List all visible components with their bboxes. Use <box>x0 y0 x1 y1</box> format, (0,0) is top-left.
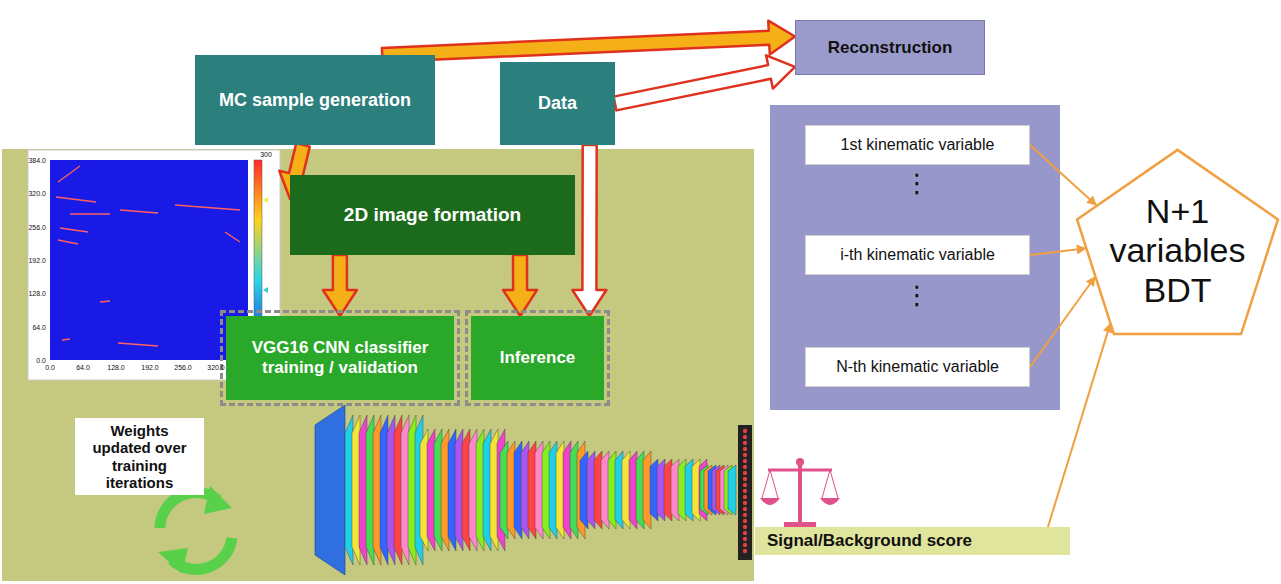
input-arrow <box>1030 278 1094 367</box>
input-arrow <box>1048 324 1110 527</box>
conv-layer <box>728 465 736 515</box>
flow-arrow <box>614 55 795 110</box>
reconstruction-panel <box>770 105 1060 410</box>
node-text: N+1 variables BDT <box>1095 192 1260 309</box>
image-plot <box>50 160 248 360</box>
axis-tick-label: 128.0 <box>28 290 46 297</box>
process-box: VGG16 CNN classifier training / validati… <box>226 316 454 400</box>
balance-scale-icon <box>760 458 840 527</box>
input-layer <box>315 405 345 575</box>
neuron <box>743 477 747 481</box>
process-box: Reconstruction <box>795 20 985 75</box>
axis-tick-label: 128.0 <box>107 364 125 371</box>
node-text: 2D image formation <box>344 204 521 226</box>
cnn-network <box>315 405 752 575</box>
axis-tick-label: 192.0 <box>141 364 159 371</box>
axis-tick-label: 0.0 <box>45 364 55 371</box>
axis-tick-label: 320.0 <box>28 190 46 197</box>
neuron <box>743 537 747 541</box>
axis-tick-label: 192.0 <box>28 257 46 264</box>
process-box: Data <box>500 62 615 145</box>
node-text: Weights updated over training iterations <box>84 422 196 491</box>
axis-tick-label: 384.0 <box>28 157 46 164</box>
input-arrow <box>1030 249 1085 255</box>
axis-tick-label: 64.0 <box>32 324 46 331</box>
dense-layer <box>738 425 752 560</box>
variable-box: i-th kinematic variable <box>805 235 1030 275</box>
neuron <box>743 435 747 439</box>
color-bar-marker <box>263 287 268 293</box>
color-bar-marker <box>263 197 268 203</box>
neuron <box>743 549 747 553</box>
neuron <box>743 501 747 505</box>
neuron <box>743 519 747 523</box>
input-arrow <box>1030 145 1096 204</box>
neuron <box>743 543 747 547</box>
variable-box: 1st kinematic variable <box>805 125 1030 165</box>
neuron <box>743 471 747 475</box>
track-hits <box>56 166 240 346</box>
axis-tick-label: 256.0 <box>174 364 192 371</box>
ellipsis-mark: ⋮ <box>904 282 930 308</box>
bdt-pentagon: N+1 variables BDT <box>1075 148 1280 336</box>
neuron <box>743 513 747 517</box>
process-box: 2D image formation <box>290 175 575 255</box>
flow-arrow <box>572 145 606 316</box>
neuron <box>743 441 747 445</box>
node-text: Signal/Background score <box>767 531 972 551</box>
neuron <box>743 447 747 451</box>
neuron <box>743 495 747 499</box>
neuron <box>743 483 747 487</box>
neuron <box>743 525 747 529</box>
node-text: 1st kinematic variable <box>841 136 995 154</box>
process-box: MC sample generation <box>195 55 435 145</box>
node-text: MC sample generation <box>219 90 411 111</box>
neuron <box>743 459 747 463</box>
neuron <box>743 531 747 535</box>
ellipsis-mark: ⋮ <box>904 170 930 196</box>
neuron <box>743 507 747 511</box>
axis-tick-label: 320.0 <box>207 364 225 371</box>
node-text: Reconstruction <box>828 38 953 58</box>
neuron <box>743 489 747 493</box>
node-text: VGG16 CNN classifier training / validati… <box>245 338 435 377</box>
training-panel <box>1 148 755 582</box>
node-text: i-th kinematic variable <box>840 246 995 264</box>
flow-arrow <box>323 255 357 316</box>
neuron <box>743 465 747 469</box>
training-cycle-icon <box>158 486 232 574</box>
process-box: Inference <box>471 316 604 400</box>
variable-box: N-th kinematic variable <box>805 347 1030 387</box>
axis-tick-label: 256.0 <box>28 224 46 231</box>
flow-arrow <box>382 21 795 62</box>
node-text: Inference <box>500 348 576 368</box>
node-text: N-th kinematic variable <box>836 358 999 376</box>
neuron <box>743 429 747 433</box>
neuron <box>743 453 747 457</box>
axis-tick-label: 300 <box>260 151 272 158</box>
score-band: Signal/Background score <box>755 527 1070 555</box>
node-text: Data <box>538 93 577 114</box>
axis-tick-label: 64.0 <box>76 364 90 371</box>
flow-arrow <box>503 255 537 316</box>
note-box: Weights updated over training iterations <box>75 418 204 495</box>
axis-tick-label: 0.0 <box>36 357 46 364</box>
